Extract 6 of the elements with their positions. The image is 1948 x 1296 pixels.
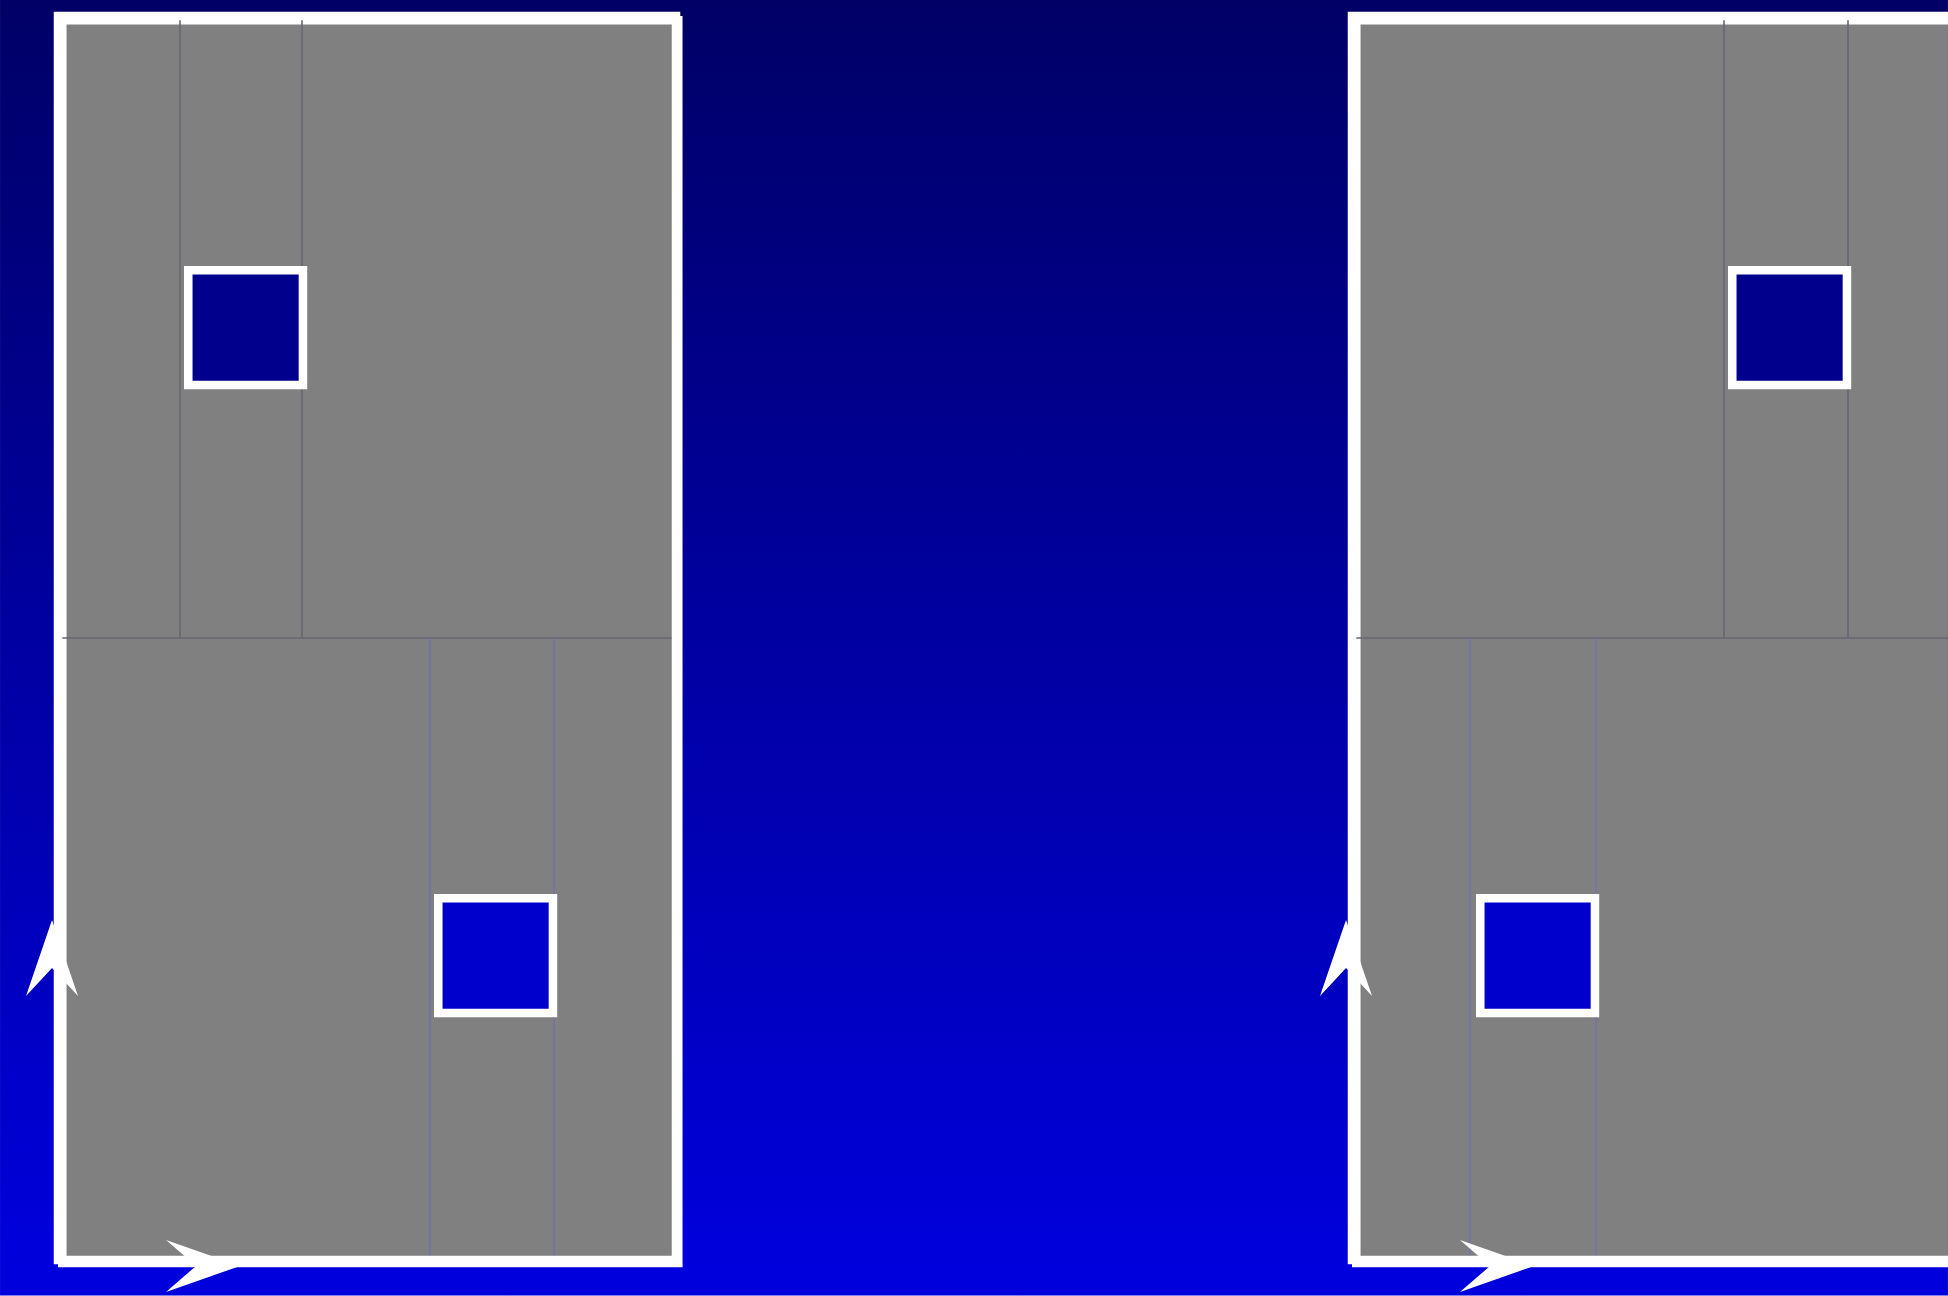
square [184,266,308,390]
panel [1352,16,1948,1268]
square [434,894,558,1018]
square [1728,266,1852,390]
square [1476,894,1600,1018]
panel [58,16,683,1268]
